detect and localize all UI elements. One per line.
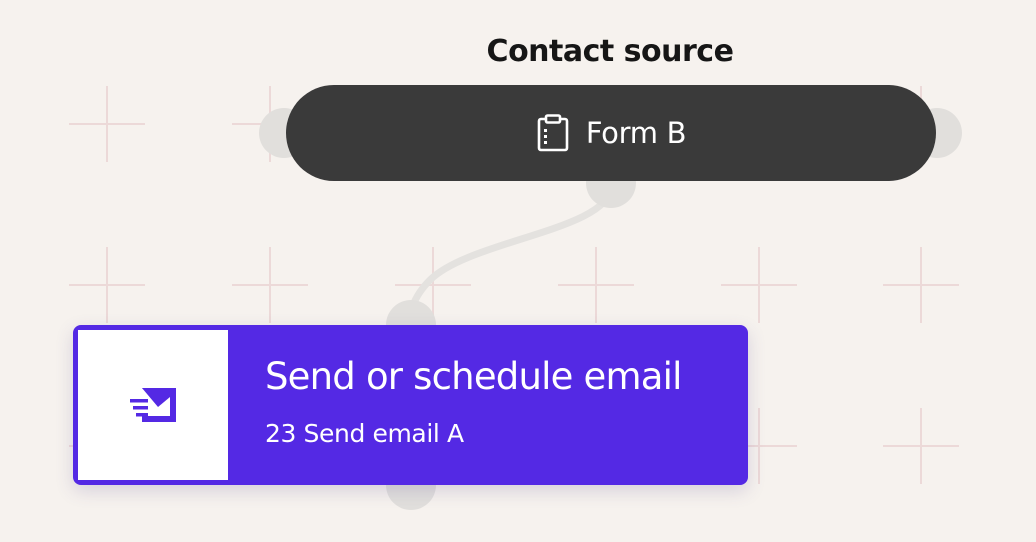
send-email-icon [130, 388, 176, 422]
send-email-action-node[interactable]: Send or schedule email 23 Send email A [73, 325, 748, 485]
clipboard-icon [536, 114, 570, 152]
source-node-label: Form B [585, 116, 687, 150]
connector-line [406, 182, 615, 324]
section-title: Contact source [486, 34, 734, 69]
action-node-title: Send or schedule email [265, 355, 682, 398]
contact-source-node[interactable]: Form B [286, 85, 936, 181]
action-node-subtitle: 23 Send email A [265, 419, 464, 448]
action-icon-box [78, 330, 228, 480]
